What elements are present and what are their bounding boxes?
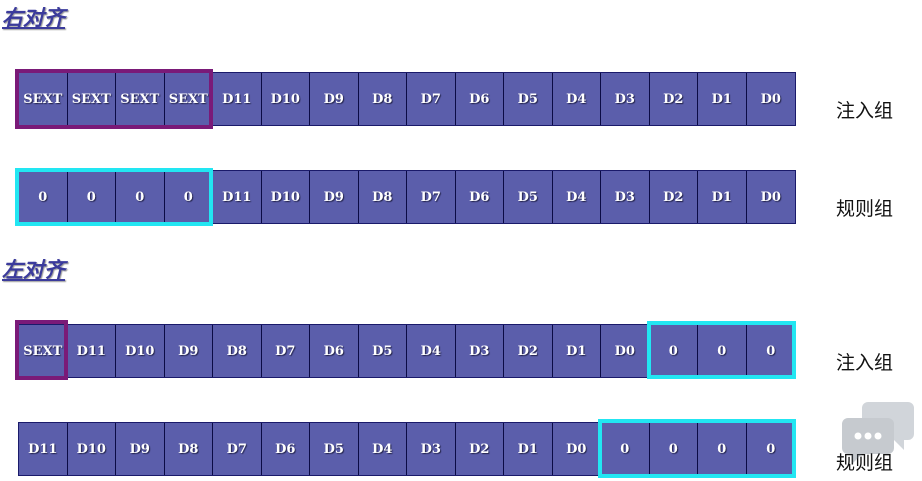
bit-cell: D1: [698, 73, 747, 125]
bit-cell: D1: [504, 423, 553, 475]
bit-cell: D5: [504, 73, 553, 125]
bit-cell: D8: [213, 325, 262, 377]
bit-cell: SEXT: [164, 73, 213, 125]
bit-cell: SEXT: [19, 325, 68, 377]
bit-cell: D7: [261, 325, 310, 377]
register-left-aligned-injected: SEXT D11 D10 D9 D8 D7 D6 D5 D4 D3 D2 D1 …: [18, 324, 796, 378]
bit-cell: D8: [164, 423, 213, 475]
bit-cell: 0: [746, 423, 795, 475]
bit-cell: D4: [358, 423, 407, 475]
bit-cell: D4: [407, 325, 456, 377]
bit-cell: D10: [261, 73, 310, 125]
bit-cell: D11: [213, 171, 262, 223]
bit-cell: D11: [67, 325, 116, 377]
bit-cell: D0: [746, 73, 795, 125]
bit-cell: 0: [649, 325, 698, 377]
bit-cell: D9: [310, 171, 359, 223]
bit-cell: SEXT: [19, 73, 68, 125]
bit-cell: D3: [601, 171, 650, 223]
bit-cell: D10: [261, 171, 310, 223]
bit-cell: D2: [455, 423, 504, 475]
bit-cell: SEXT: [67, 73, 116, 125]
bit-cell: D8: [358, 73, 407, 125]
bit-cell: D7: [407, 73, 456, 125]
bit-cell: 0: [19, 171, 68, 223]
bit-cell: D4: [552, 73, 601, 125]
bit-cell: D5: [358, 325, 407, 377]
bit-cell: D10: [67, 423, 116, 475]
bit-cell: D4: [552, 171, 601, 223]
bit-cell: D9: [164, 325, 213, 377]
bit-cell: D8: [358, 171, 407, 223]
bit-cell: D5: [504, 171, 553, 223]
bit-cell: D7: [213, 423, 262, 475]
bit-cell: D3: [455, 325, 504, 377]
bit-cell: D11: [19, 423, 68, 475]
row-label-regular: 规则组: [836, 452, 894, 474]
bit-cell: 0: [698, 325, 747, 377]
bit-cell: D6: [455, 73, 504, 125]
bit-cell: D11: [213, 73, 262, 125]
register-right-aligned-regular: 0 0 0 0 D11 D10 D9 D8 D7 D6 D5 D4 D3 D2 …: [18, 170, 796, 224]
bit-cell: 0: [601, 423, 650, 475]
chat-bubbles-icon: [842, 402, 914, 464]
bit-cell: D1: [552, 325, 601, 377]
bit-cell: D10: [116, 325, 165, 377]
row-label-regular: 规则组: [836, 198, 894, 220]
bit-cell: D6: [261, 423, 310, 475]
bit-cell: D9: [116, 423, 165, 475]
title-right-aligned: 右对齐: [2, 6, 65, 30]
bit-cell: D3: [601, 73, 650, 125]
bit-cell: D0: [601, 325, 650, 377]
bit-cell: D9: [310, 73, 359, 125]
bit-cell: 0: [164, 171, 213, 223]
bit-cell: D7: [407, 171, 456, 223]
bit-cell: 0: [649, 423, 698, 475]
bit-cell: D2: [504, 325, 553, 377]
bit-cell: D6: [455, 171, 504, 223]
bit-cell: D2: [649, 171, 698, 223]
bit-cell: D6: [310, 325, 359, 377]
title-left-aligned: 左对齐: [2, 258, 65, 282]
bit-cell: D5: [310, 423, 359, 475]
bit-cell: D3: [407, 423, 456, 475]
row-label-injected: 注入组: [836, 352, 894, 374]
bit-cell: D0: [746, 171, 795, 223]
bit-cell: 0: [746, 325, 795, 377]
row-label-injected: 注入组: [836, 100, 894, 122]
bit-cell: 0: [116, 171, 165, 223]
register-left-aligned-regular: D11 D10 D9 D8 D7 D6 D5 D4 D3 D2 D1 D0 0 …: [18, 422, 796, 476]
bit-cell: 0: [698, 423, 747, 475]
bit-cell: D2: [649, 73, 698, 125]
register-right-aligned-injected: SEXT SEXT SEXT SEXT D11 D10 D9 D8 D7 D6 …: [18, 72, 796, 126]
bit-cell: 0: [67, 171, 116, 223]
bit-cell: SEXT: [116, 73, 165, 125]
bit-cell: D1: [698, 171, 747, 223]
bit-cell: D0: [552, 423, 601, 475]
